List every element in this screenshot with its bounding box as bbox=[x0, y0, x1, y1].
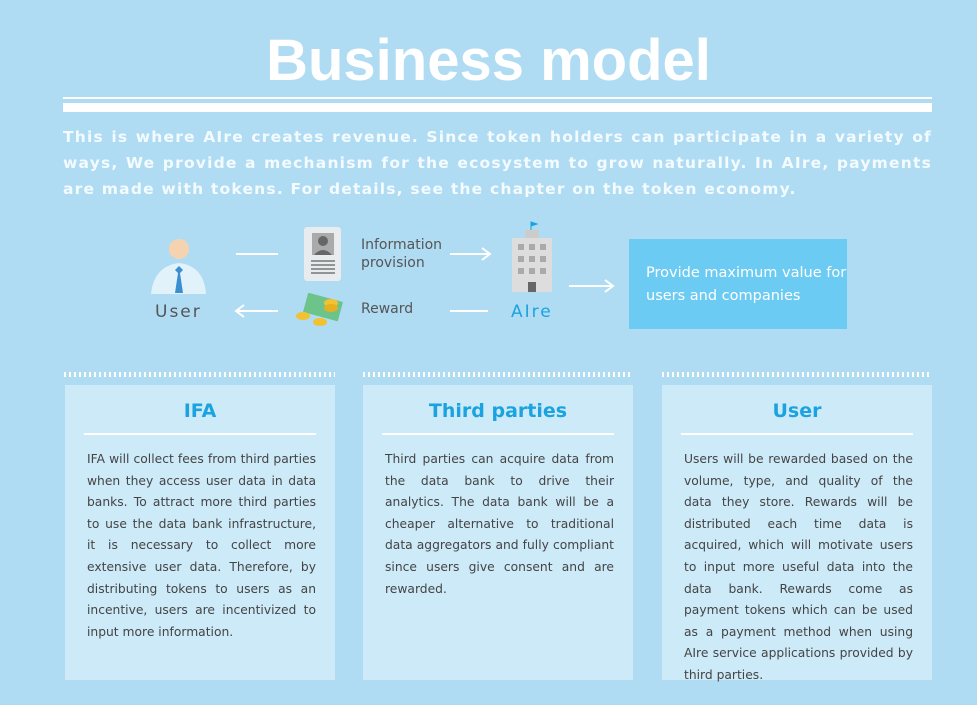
card-body: Third parties can acquire data from the … bbox=[385, 452, 614, 596]
divider bbox=[63, 97, 932, 99]
building-icon bbox=[512, 221, 552, 292]
card-body: Users will be rewarded based on the volu… bbox=[684, 452, 913, 682]
divider bbox=[681, 433, 913, 435]
card-ifa: IFA IFA will collect fees from third par… bbox=[65, 385, 335, 680]
info-provision-label: Information provision bbox=[361, 237, 443, 271]
connector-line bbox=[236, 253, 278, 255]
dotted-divider bbox=[363, 372, 633, 377]
card-third-parties: Third parties Third parties can acquire … bbox=[363, 385, 633, 680]
dotted-divider bbox=[64, 372, 335, 377]
aire-label: AIre bbox=[511, 302, 553, 322]
page-title: Business model bbox=[266, 28, 711, 93]
divider bbox=[63, 103, 932, 112]
user-label: User bbox=[155, 302, 202, 322]
card-title: IFA bbox=[183, 400, 217, 422]
user-icon bbox=[151, 239, 206, 294]
reward-label: Reward bbox=[361, 301, 414, 317]
card-title: Third parties bbox=[428, 400, 568, 422]
intro-text: This is where AIre creates revenue. Sinc… bbox=[63, 128, 932, 198]
arrow-left-icon bbox=[234, 304, 278, 318]
value-box: Provide maximum value for users and comp… bbox=[629, 239, 847, 329]
card-title: User bbox=[772, 400, 822, 422]
connector-line bbox=[450, 310, 488, 312]
dotted-divider bbox=[662, 372, 932, 377]
card-user: User Users will be rewarded based on the… bbox=[662, 385, 932, 682]
arrow-right-icon bbox=[569, 279, 615, 293]
card-body: IFA will collect fees from third parties… bbox=[87, 452, 316, 639]
arrow-right-icon bbox=[450, 247, 492, 261]
money-icon bbox=[296, 293, 343, 326]
id-card-icon bbox=[304, 227, 341, 281]
divider bbox=[84, 433, 316, 435]
divider bbox=[382, 433, 614, 435]
